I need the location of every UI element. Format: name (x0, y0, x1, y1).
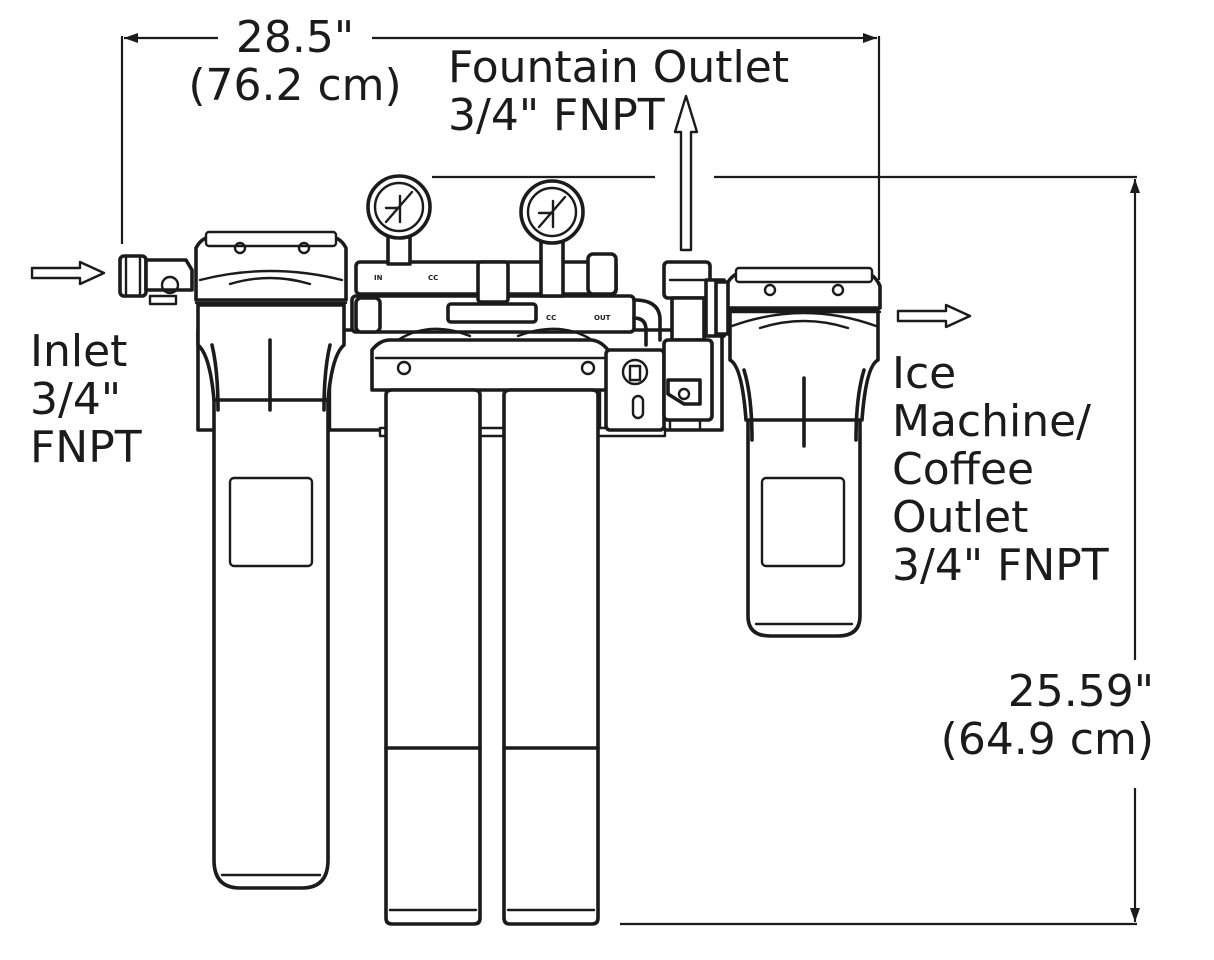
width-cm: (76.2 cm) (188, 60, 402, 111)
width-dimension-lines (120, 33, 881, 280)
height-inches: 25.59" (1007, 666, 1154, 717)
height-dimension-lines (432, 175, 1140, 926)
head-tag-cc1: CC (428, 274, 438, 282)
inlet-line2: 3/4" (30, 374, 122, 425)
inlet-arrow (30, 260, 106, 286)
height-dimension-label: 25.59" (64.9 cm) (900, 668, 1154, 764)
fountain-outlet-arrow (673, 94, 699, 252)
fountain-outlet-valve (662, 260, 726, 432)
head-tag-cc2: CC (546, 314, 556, 322)
right-filter-housing (714, 266, 882, 638)
height-cm: (64.9 cm) (940, 714, 1154, 765)
ice-coffee-line3: Coffee (892, 444, 1035, 495)
outlet-arrow (896, 303, 972, 329)
ice-coffee-outlet-label: Ice Machine/ Coffee Outlet 3/4" FNPT (892, 350, 1109, 590)
pressure-gauge-left (366, 174, 432, 266)
fountain-outlet-label: Fountain Outlet 3/4" FNPT (448, 44, 789, 140)
ice-coffee-line4: Outlet (892, 492, 1029, 543)
cartridge-right (502, 388, 600, 926)
cartridge-left (384, 388, 482, 926)
inlet-valve (118, 254, 194, 306)
inlet-line3: FNPT (30, 422, 142, 473)
ice-coffee-line5: 3/4" FNPT (892, 540, 1109, 591)
head-tag-in: IN (374, 274, 383, 282)
fountain-outlet-line2: 3/4" FNPT (448, 90, 665, 141)
head-tag-out: OUT (594, 314, 611, 322)
manifold-head: IN CC CC OUT (350, 252, 662, 347)
left-prefilter-housing (194, 230, 348, 890)
fountain-outlet-line1: Fountain Outlet (448, 42, 790, 93)
inlet-label: Inlet 3/4" FNPT (30, 328, 142, 472)
inlet-line1: Inlet (30, 326, 128, 377)
ice-coffee-line2: Machine/ (892, 396, 1092, 447)
width-inches: 28.5" (235, 12, 355, 63)
width-dimension-label: 28.5" (76.2 cm) (175, 14, 415, 110)
lock-block (604, 348, 666, 432)
pressure-gauge-right (519, 179, 585, 298)
ice-coffee-line1: Ice (892, 348, 957, 399)
